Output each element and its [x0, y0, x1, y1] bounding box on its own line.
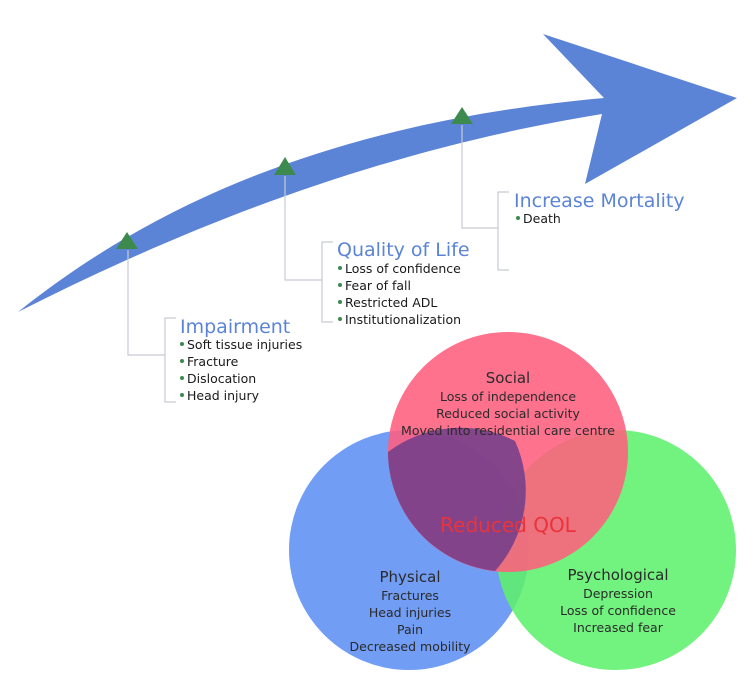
venn-item: Loss of confidence [560, 603, 676, 618]
bracket-quality-of-life [321, 241, 333, 323]
venn-title-psychological: Psychological [567, 566, 668, 584]
stage-marker-quality-of-life [274, 157, 296, 175]
connector-increase-mortality [461, 125, 498, 229]
stage-item: Loss of confidence [345, 261, 461, 276]
stage-item: Restricted ADL [345, 295, 437, 310]
bullet [180, 393, 184, 397]
stage-item: Fracture [187, 354, 239, 369]
bullet [180, 359, 184, 363]
stage-item: Soft tissue injuries [187, 337, 302, 352]
stage-heading: Impairment [180, 316, 290, 338]
venn-diagram: Social Loss of independence Reduced soci… [289, 332, 736, 670]
stage-quality-of-life: Quality of Life Loss of confidence Fear … [337, 239, 470, 327]
stage-item: Dislocation [187, 371, 256, 386]
stage-marker-increase-mortality [451, 107, 473, 124]
stage-item: Fear of fall [345, 278, 411, 293]
venn-item: Reduced social activity [436, 406, 580, 421]
venn-item: Depression [583, 586, 653, 601]
bullet [338, 266, 342, 270]
connector-quality-of-life [284, 176, 322, 281]
bullet [180, 376, 184, 380]
venn-item: Pain [397, 622, 423, 637]
stage-item: Head injury [187, 388, 260, 403]
bullet [516, 216, 520, 220]
connector-impairment [127, 250, 165, 356]
stage-marker-impairment [116, 232, 138, 249]
stage-impairment: Impairment Soft tissue injuries Fracture… [180, 316, 302, 403]
venn-item: Increased fear [573, 620, 664, 635]
stage-item: Death [523, 211, 561, 226]
bullet [180, 342, 184, 346]
bracket-impairment [164, 317, 176, 403]
venn-item: Moved into residential care centre [401, 423, 615, 438]
venn-title-social: Social [486, 369, 530, 387]
bracket-increase-mortality [497, 191, 509, 271]
bullet [338, 283, 342, 287]
venn-item: Loss of independence [440, 389, 576, 404]
bullet [338, 300, 342, 304]
stage-heading: Quality of Life [337, 239, 470, 261]
stage-heading: Increase Mortality [514, 190, 685, 212]
venn-item: Head injuries [369, 605, 451, 620]
stage-item: Institutionalization [345, 312, 461, 327]
venn-title-physical: Physical [379, 568, 440, 586]
progression-arrow [18, 34, 737, 312]
venn-item: Fractures [381, 588, 439, 603]
venn-center-label: Reduced QOL [440, 513, 577, 537]
stage-increase-mortality: Increase Mortality Death [514, 190, 685, 226]
bullet [338, 317, 342, 321]
venn-overlap-social-physical [388, 427, 526, 571]
venn-item: Decreased mobility [350, 639, 472, 654]
